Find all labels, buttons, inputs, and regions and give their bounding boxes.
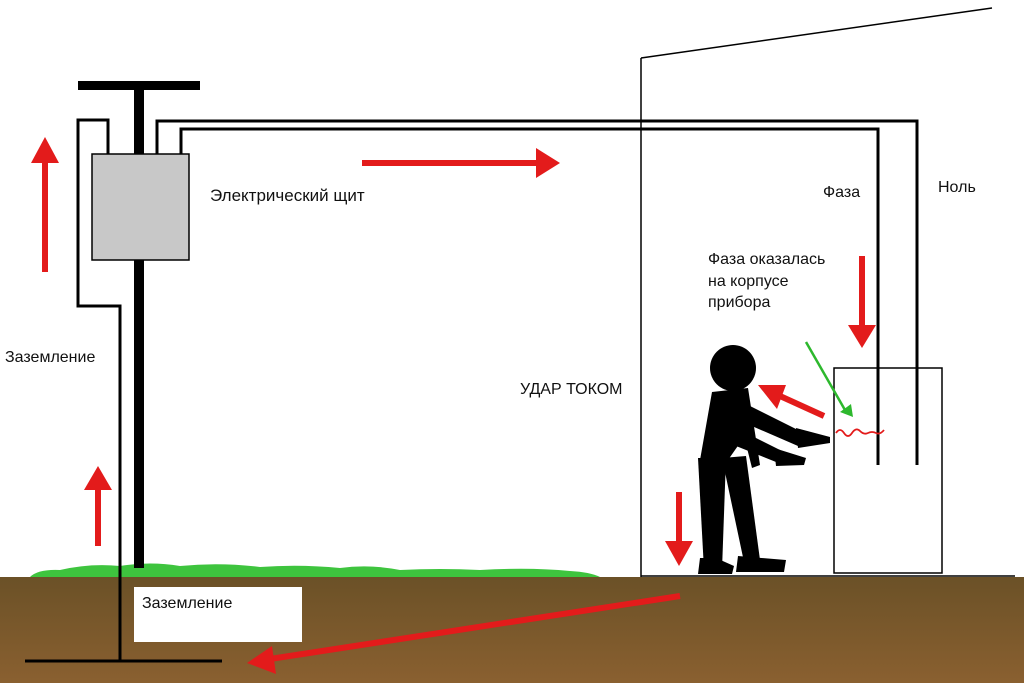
fault-label: Фаза оказалась на корпусе прибора xyxy=(708,249,848,314)
grass-strip xyxy=(30,563,600,577)
arrow-ground-return-icon xyxy=(247,593,681,674)
neutral-label: Ноль xyxy=(938,179,976,196)
person-silhouette-icon xyxy=(698,345,830,574)
appliance-box-icon xyxy=(833,367,943,574)
utility-pole xyxy=(78,81,200,568)
fault-label-line-1: Фаза оказалась xyxy=(708,251,826,268)
ground-label-left: Заземление xyxy=(5,349,96,366)
arrow-to-person-icon xyxy=(758,385,826,419)
arrow-up-pole-icon xyxy=(31,137,59,272)
ground-label-box: Заземление xyxy=(134,587,302,642)
panel-label: Электрический щит xyxy=(210,186,365,205)
fault-indicator-arrow-icon xyxy=(804,341,853,417)
phase-label: Фаза xyxy=(823,184,861,201)
arrow-down-phase-icon xyxy=(848,256,876,348)
supply-wires xyxy=(155,119,919,465)
building-outline xyxy=(640,7,1015,577)
arrow-down-person-icon xyxy=(665,492,693,566)
arrow-right-wire-icon xyxy=(362,148,560,178)
fault-label-line-2: на корпусе xyxy=(708,272,789,290)
grounding-wire xyxy=(25,118,222,663)
arrow-up-ground-icon xyxy=(84,466,112,546)
fault-spark-icon xyxy=(835,428,885,437)
current-arrows xyxy=(31,137,876,674)
shock-label: УДАР ТОКОМ xyxy=(520,381,623,398)
fault-label-line-3: прибора xyxy=(708,294,771,312)
electrical-panel-box xyxy=(91,153,190,261)
